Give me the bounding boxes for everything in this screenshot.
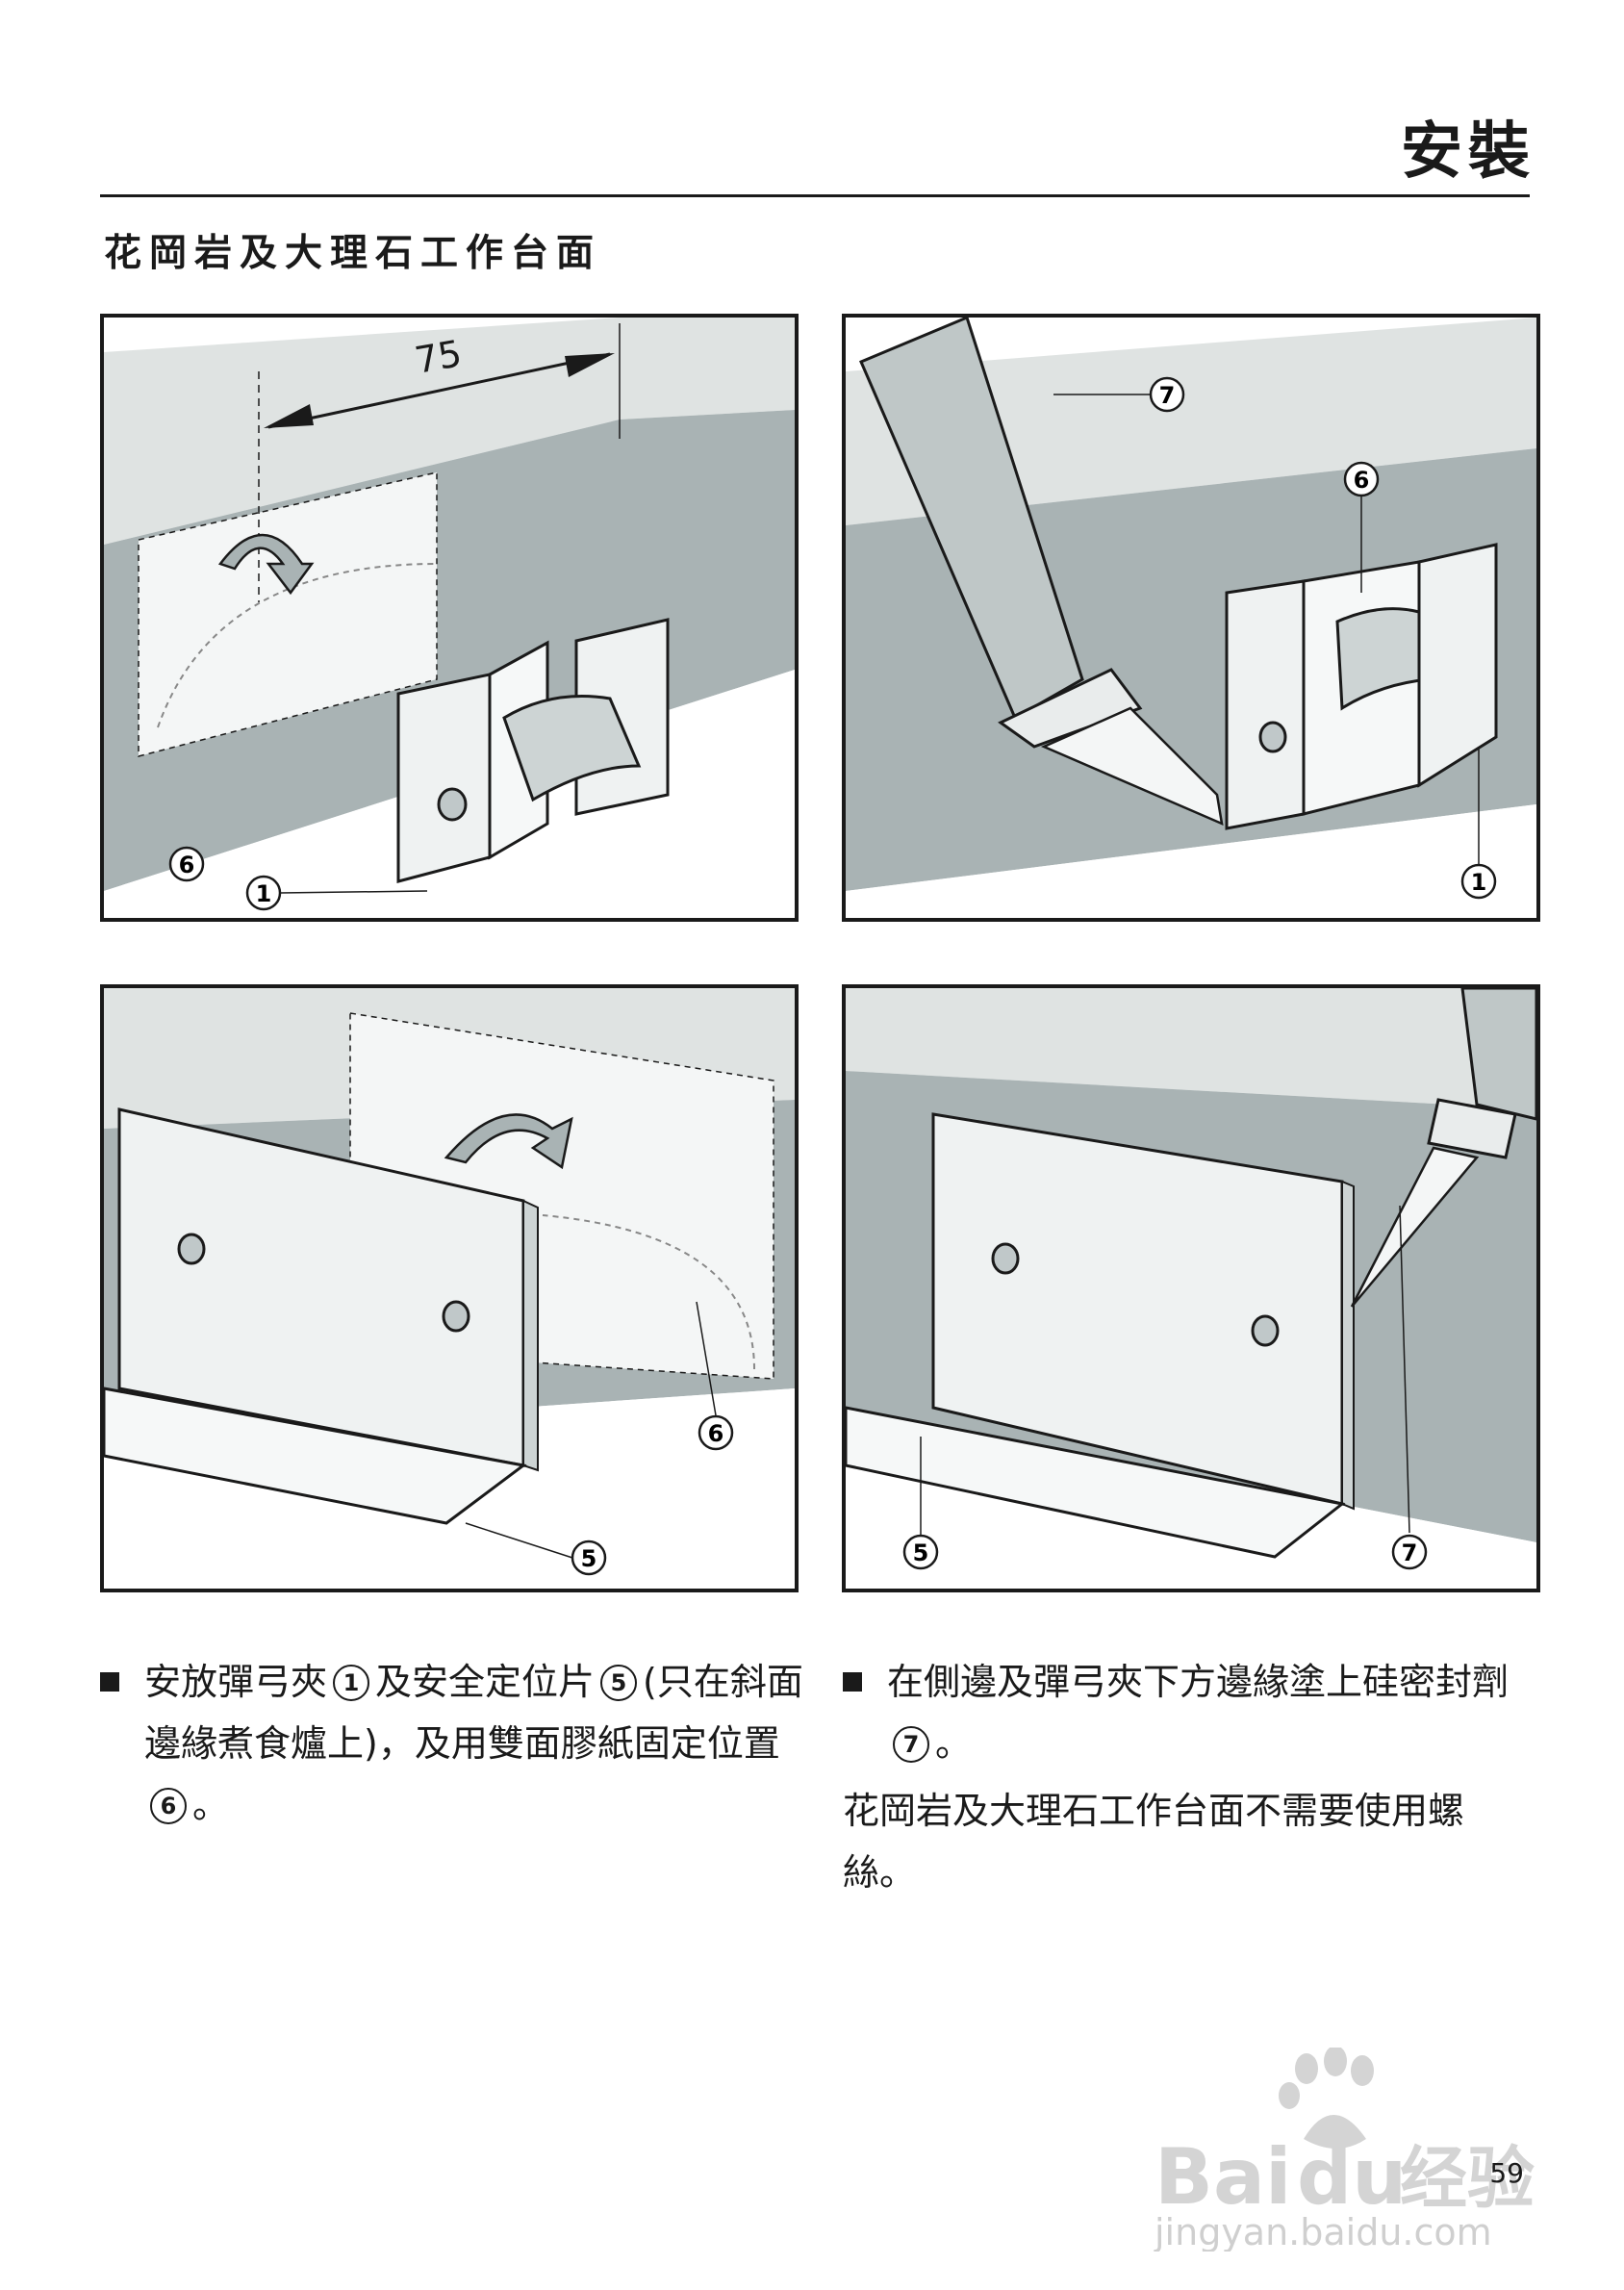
- callout-5: 5: [581, 1545, 597, 1572]
- baidu-watermark: Bai du 经验 jingyan.baidu.com: [1145, 2046, 1549, 2253]
- callout-7: 7: [1402, 1539, 1418, 1566]
- instruction-text: 在側邊及彈弓夾下方邊緣塗上硅密封劑7。: [887, 1661, 1510, 1765]
- subheading: 花岡岩及大理石工作台面: [104, 232, 602, 275]
- note-paragraph: 花岡岩及大理石工作台面不需要使用螺絲。: [843, 1790, 1465, 1894]
- ref-5-badge: 5: [600, 1665, 638, 1701]
- watermark-brand: Bai: [1155, 2132, 1291, 2222]
- page-number: 59: [1489, 2157, 1524, 2189]
- ref-1-badge: 1: [333, 1665, 370, 1701]
- dimension-label: 75: [412, 332, 465, 382]
- watermark-brand-du: du: [1297, 2132, 1407, 2222]
- callout-5: 5: [913, 1539, 929, 1566]
- bullet-square-icon: [843, 1672, 862, 1692]
- watermark-url: jingyan.baidu.com: [1154, 2211, 1492, 2252]
- bullet-square-icon: [100, 1672, 119, 1692]
- callout-6: 6: [1354, 467, 1370, 494]
- callout-7: 7: [1159, 382, 1176, 409]
- watermark-cn: 经验: [1400, 2139, 1535, 2218]
- instruction-bullet-sealant: 在側邊及彈弓夾下方邊緣塗上硅密封劑7。: [843, 1651, 1535, 1786]
- ref-6-badge: 6: [150, 1788, 187, 1824]
- figure-sealant-clip: 7 6 1: [842, 314, 1540, 922]
- callout-6: 6: [179, 852, 195, 878]
- ref-7-badge: 7: [893, 1726, 929, 1763]
- paw-logo-icon: [1279, 2046, 1374, 2149]
- section-title: 安裝: [1401, 116, 1535, 188]
- callout-1: 1: [1471, 869, 1487, 896]
- figure-safety-plate: 6 5: [100, 984, 799, 1592]
- figure-clip-placement: 75 6 1: [100, 314, 799, 922]
- header-rule: [100, 194, 1530, 197]
- callout-1: 1: [256, 880, 272, 907]
- callout-6: 6: [708, 1420, 724, 1447]
- figure-sealant-plate: 7 5: [842, 984, 1540, 1592]
